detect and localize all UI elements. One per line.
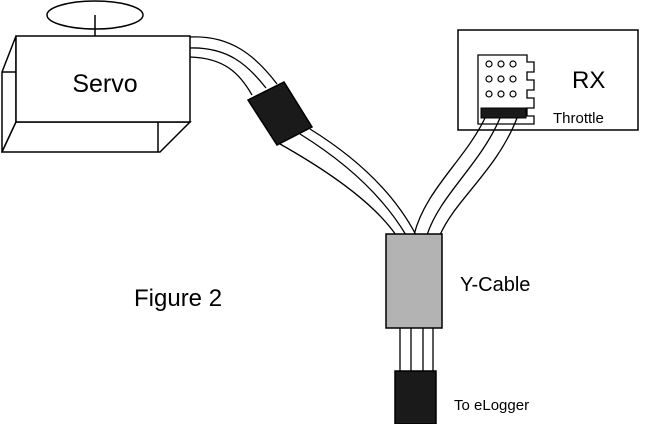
- receiver-pins: [486, 61, 516, 97]
- receiver: RX Throttle: [458, 30, 638, 130]
- servo: Servo: [2, 36, 190, 152]
- servo-wires: [190, 37, 277, 95]
- logger-label: To eLogger: [454, 397, 529, 414]
- throttle-label: Throttle: [553, 110, 604, 127]
- receiver-wires: [414, 118, 517, 235]
- throttle-plug: [481, 108, 526, 118]
- y-cable-body: [386, 234, 442, 328]
- logger-wires: [400, 328, 433, 371]
- servo-lead-wires: [280, 129, 416, 235]
- logger-connector: [395, 371, 436, 424]
- y-cable-label: Y-Cable: [460, 274, 530, 296]
- servo-label: Servo: [72, 70, 137, 98]
- figure-caption: Figure 2: [134, 285, 222, 312]
- receiver-label: RX: [572, 67, 605, 94]
